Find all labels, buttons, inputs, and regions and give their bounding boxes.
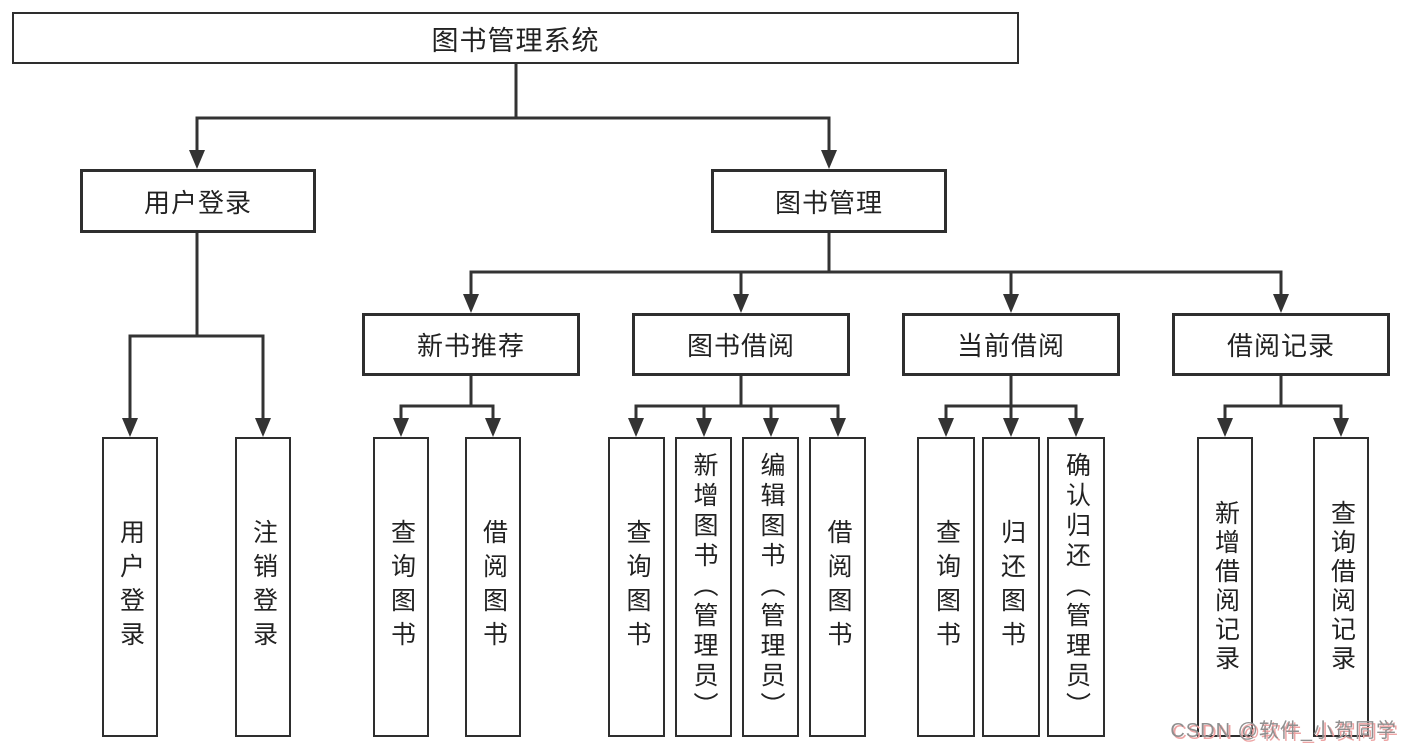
leaf-query-borrow-record: 查询借阅记录 [1313, 437, 1369, 737]
leaf-query-books-current: 查询图书 [917, 437, 975, 737]
node-new-book-recommend: 新书推荐 [362, 313, 580, 376]
leaf-label: 查询图书 [932, 519, 961, 655]
leaf-borrow-books-recommend: 借阅图书 [465, 437, 521, 737]
leaf-add-borrow-record: 新增借阅记录 [1197, 437, 1253, 737]
watermark: CSDN @软件_小贺同学 [1170, 720, 1397, 742]
node-root: 图书管理系统 [12, 12, 1019, 64]
edges-user-login [122, 231, 271, 437]
leaf-borrow-books-borrowing: 借阅图书 [809, 437, 866, 737]
leaf-logout: 注销登录 [235, 437, 291, 737]
edges-new-book-recommend [393, 374, 501, 437]
node-user-login: 用户登录 [80, 169, 316, 233]
leaf-query-books-borrowing: 查询图书 [608, 437, 665, 737]
leaf-user-login: 用户登录 [102, 437, 158, 737]
leaf-query-books-recommend: 查询图书 [373, 437, 429, 737]
leaf-label: 借阅图书 [479, 519, 508, 655]
leaf-label: 查询图书 [387, 519, 416, 655]
leaf-confirm-return-admin: 确认归还（管理员） [1047, 437, 1105, 737]
node-borrow-records: 借阅记录 [1172, 313, 1390, 376]
leaf-label: 归还图书 [997, 519, 1026, 655]
edges-borrow-records [1217, 374, 1349, 437]
leaf-label: 编辑图书（管理员） [757, 452, 785, 722]
leaf-add-book-admin: 新增图书（管理员） [675, 437, 732, 737]
leaf-label: 新增借阅记录 [1211, 500, 1240, 674]
leaf-edit-book-admin: 编辑图书（管理员） [742, 437, 799, 737]
leaf-return-books: 归还图书 [982, 437, 1040, 737]
node-book-management: 图书管理 [711, 169, 947, 233]
leaf-label: 用户登录 [116, 519, 145, 655]
edges-root [189, 62, 837, 169]
node-book-borrowing: 图书借阅 [632, 313, 850, 376]
edges-current-borrowing [938, 374, 1084, 437]
node-current-borrowing: 当前借阅 [902, 313, 1120, 376]
leaf-label: 确认归还（管理员） [1062, 452, 1091, 722]
leaf-label: 查询图书 [623, 519, 651, 655]
leaf-label: 借阅图书 [824, 519, 852, 655]
edges-book-management [463, 231, 1289, 313]
leaf-label: 新增图书（管理员） [690, 452, 718, 722]
leaf-label: 注销登录 [249, 519, 278, 655]
leaf-label: 查询借阅记录 [1327, 500, 1356, 674]
edges-book-borrowing [628, 374, 846, 437]
